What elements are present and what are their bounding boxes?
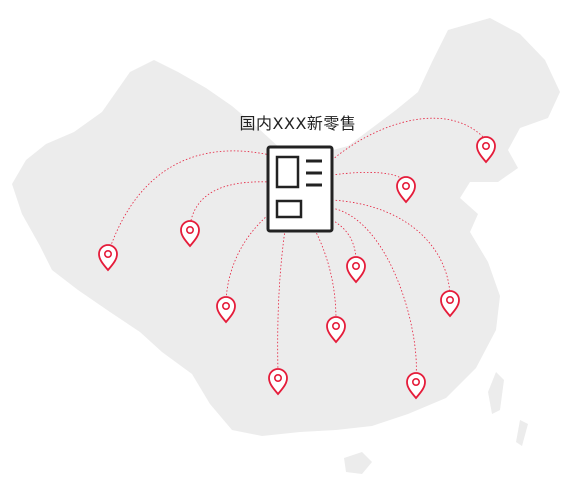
hub-wide-window [275, 199, 303, 219]
connector-lines [109, 117, 487, 377]
diagram-title-text: 国内XXX新零售 [239, 114, 357, 133]
store-document-icon [266, 145, 334, 233]
connector-pin-4 [277, 229, 286, 373]
hainan-island-shape [344, 452, 372, 474]
connector-pin-1 [109, 150, 271, 249]
scs-islands-shape [516, 420, 528, 446]
connector-pin-2 [189, 181, 271, 226]
connector-pin-10 [331, 117, 487, 161]
hub-tall-window [275, 155, 300, 189]
taiwan-island-shape [488, 372, 504, 414]
diagram-title: 国内XXX新零售 [0, 110, 572, 134]
hub-frame [266, 145, 334, 233]
connector-pin-5 [314, 229, 337, 321]
china-map-silhouette [12, 18, 560, 474]
connector-pin-7 [331, 207, 417, 377]
connector-pin-8 [331, 199, 451, 296]
connector-pin-3 [225, 214, 269, 301]
